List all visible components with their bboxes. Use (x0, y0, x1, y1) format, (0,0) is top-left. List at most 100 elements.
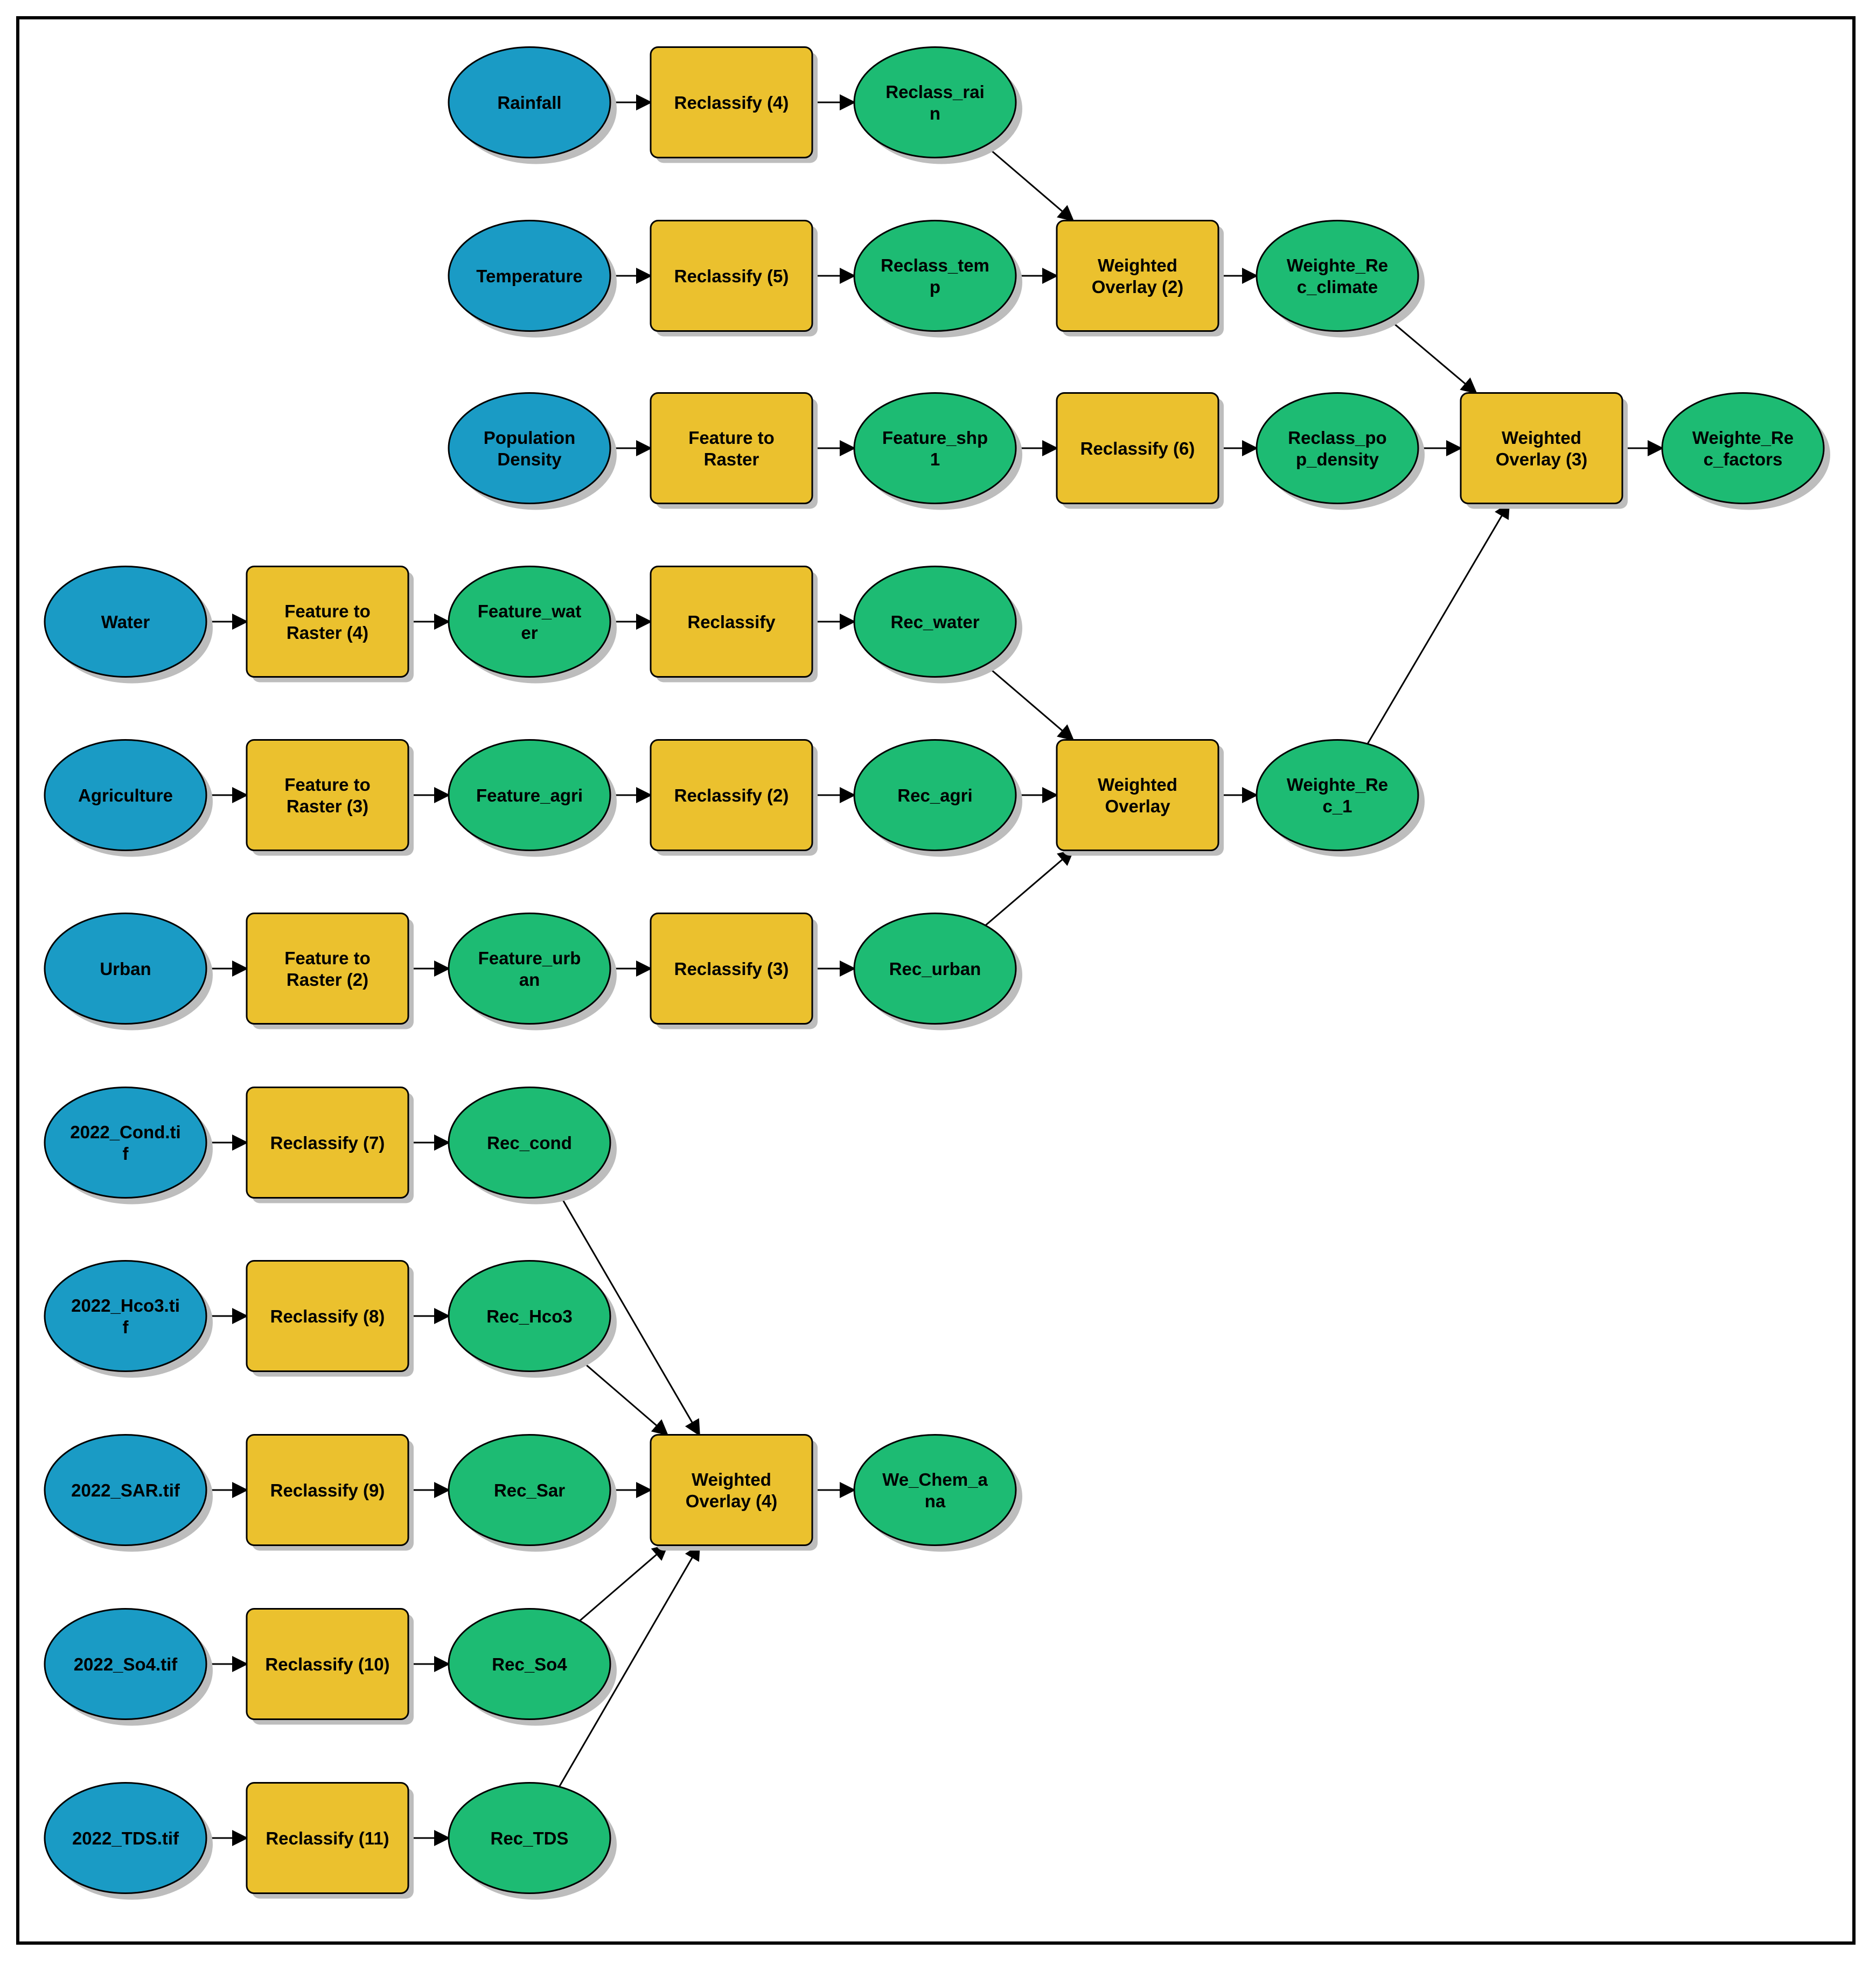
tool-shape[interactable] (1056, 739, 1219, 851)
node-feature-water[interactable]: Feature_water (448, 566, 617, 684)
output-shape[interactable] (853, 913, 1017, 1025)
node-reclassify-10[interactable]: Reclassify (10) (246, 1608, 414, 1725)
input-shape[interactable] (44, 739, 207, 851)
node-agriculture[interactable]: Agriculture (44, 739, 213, 857)
output-shape[interactable] (853, 739, 1017, 851)
input-shape[interactable] (44, 566, 207, 678)
node-reclassify[interactable]: Reclassify (650, 566, 818, 683)
node-water[interactable]: Water (44, 566, 213, 684)
node-rainfall[interactable]: Rainfall (448, 46, 617, 164)
output-shape[interactable] (448, 1782, 611, 1894)
node-rec-water[interactable]: Rec_water (853, 566, 1022, 684)
output-shape[interactable] (853, 566, 1017, 678)
tool-shape[interactable] (246, 739, 409, 851)
node-feature-agri[interactable]: Feature_agri (448, 739, 617, 857)
node-reclassify-4[interactable]: Reclassify (4) (650, 46, 818, 163)
node-weighte-rec-climate[interactable]: Weighte_Rec_climate (1256, 220, 1425, 338)
tool-shape[interactable] (246, 1087, 409, 1199)
node-feature-urban[interactable]: Feature_urban (448, 913, 617, 1031)
output-shape[interactable] (853, 1434, 1017, 1546)
tool-shape[interactable] (650, 1434, 813, 1546)
node-cond-tif[interactable]: 2022_Cond.tif (44, 1087, 213, 1205)
output-shape[interactable] (448, 566, 611, 678)
node-hco3-tif[interactable]: 2022_Hco3.tif (44, 1260, 213, 1378)
node-tds-tif[interactable]: 2022_TDS.tif (44, 1782, 213, 1900)
input-shape[interactable] (448, 220, 611, 332)
input-shape[interactable] (44, 1782, 207, 1894)
node-label: Reclassify (4) (674, 93, 789, 113)
output-shape[interactable] (1256, 220, 1419, 332)
node-urban[interactable]: Urban (44, 913, 213, 1031)
input-shape[interactable] (44, 1087, 207, 1199)
input-shape[interactable] (448, 392, 611, 504)
node-rec-urban[interactable]: Rec_urban (853, 913, 1022, 1031)
input-shape[interactable] (44, 1434, 207, 1546)
output-shape[interactable] (448, 1087, 611, 1199)
node-rec-so4[interactable]: Rec_So4 (448, 1608, 617, 1726)
output-shape[interactable] (1661, 392, 1825, 504)
tool-shape[interactable] (246, 913, 409, 1025)
tool-shape[interactable] (246, 1782, 409, 1894)
output-shape[interactable] (448, 1608, 611, 1720)
node-reclassify-9[interactable]: Reclassify (9) (246, 1434, 414, 1551)
node-rec-tds[interactable]: Rec_TDS (448, 1782, 617, 1900)
tool-shape[interactable] (650, 46, 813, 158)
output-shape[interactable] (448, 739, 611, 851)
input-shape[interactable] (448, 46, 611, 158)
output-shape[interactable] (853, 46, 1017, 158)
node-reclassify-8[interactable]: Reclassify (8) (246, 1260, 414, 1377)
tool-shape[interactable] (246, 1608, 409, 1720)
tool-shape[interactable] (246, 566, 409, 678)
node-reclassify-2[interactable]: Reclassify (2) (650, 739, 818, 856)
node-temperature[interactable]: Temperature (448, 220, 617, 338)
node-rec-agri[interactable]: Rec_agri (853, 739, 1022, 857)
node-reclassify-5[interactable]: Reclassify (5) (650, 220, 818, 337)
output-shape[interactable] (448, 913, 611, 1025)
output-shape[interactable] (853, 392, 1017, 504)
tool-shape[interactable] (1056, 392, 1219, 504)
tool-shape[interactable] (1056, 220, 1219, 332)
node-reclassify-7[interactable]: Reclassify (7) (246, 1087, 414, 1203)
tool-shape[interactable] (246, 1434, 409, 1546)
tool-shape[interactable] (650, 913, 813, 1025)
output-shape[interactable] (448, 1260, 611, 1372)
node-so4-tif[interactable]: 2022_So4.tif (44, 1608, 213, 1726)
output-shape[interactable] (1256, 739, 1419, 851)
node-rec-cond[interactable]: Rec_cond (448, 1087, 617, 1205)
output-shape[interactable] (1256, 392, 1419, 504)
output-shape[interactable] (853, 220, 1017, 332)
tool-shape[interactable] (246, 1260, 409, 1372)
input-shape[interactable] (44, 1608, 207, 1720)
output-shape[interactable] (448, 1434, 611, 1546)
tool-shape[interactable] (650, 566, 813, 678)
input-shape[interactable] (44, 1260, 207, 1372)
node-label: Rec_agri (897, 785, 972, 805)
input-shape[interactable] (44, 913, 207, 1025)
node-weighte-rec-factors[interactable]: Weighte_Rec_factors (1661, 392, 1830, 510)
node-reclassify-11[interactable]: Reclassify (11) (246, 1782, 414, 1899)
node-reclass-pop-density[interactable]: Reclass_pop_density (1256, 392, 1425, 510)
node-reclassify-6[interactable]: Reclassify (6) (1056, 392, 1224, 509)
node-rec-hco3[interactable]: Rec_Hco3 (448, 1260, 617, 1378)
node-we-chem-ana[interactable]: We_Chem_ana (853, 1434, 1022, 1552)
node-sar-tif[interactable]: 2022_SAR.tif (44, 1434, 213, 1552)
tool-shape[interactable] (650, 392, 813, 504)
tool-shape[interactable] (1460, 392, 1623, 504)
tool-shape[interactable] (650, 220, 813, 332)
node-reclassify-3[interactable]: Reclassify (3) (650, 913, 818, 1029)
node-weighte-rec-1[interactable]: Weighte_Rec_1 (1256, 739, 1425, 857)
tool-shape[interactable] (650, 739, 813, 851)
node-rec-sar[interactable]: Rec_Sar (448, 1434, 617, 1552)
